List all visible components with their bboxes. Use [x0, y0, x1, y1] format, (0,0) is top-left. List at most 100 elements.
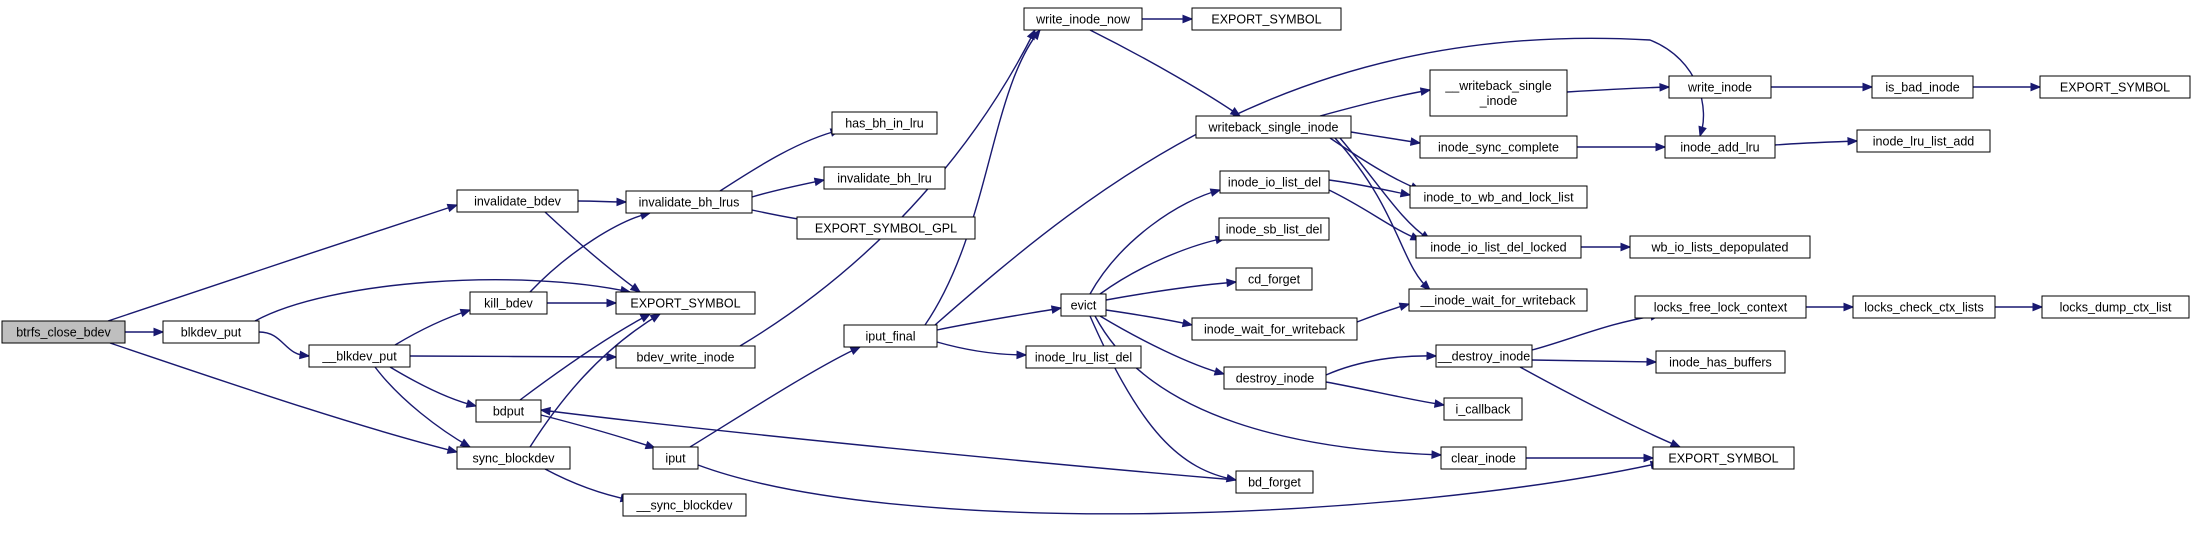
- node-iput-final[interactable]: iput_final: [843, 324, 938, 348]
- node-write-inode-now[interactable]: write_inode_now: [1023, 7, 1143, 31]
- node-inode-sb-list-del[interactable]: inode_sb_list_del: [1218, 217, 1330, 241]
- call-edge-destroy_inode-to-i_callback: [1325, 381, 1446, 408]
- node-invalidate-bh-lru[interactable]: invalidate_bh_lru: [823, 166, 946, 190]
- node-iput[interactable]: iput: [652, 446, 699, 470]
- call-edge-__destroy_inode-to-export_symbol_3: [1519, 366, 1682, 448]
- node-clear-inode[interactable]: clear_inode: [1440, 446, 1527, 470]
- node-label: wb_io_lists_depopulated: [1651, 241, 1789, 255]
- node-invalidate-bdev[interactable]: invalidate_bdev: [456, 189, 579, 213]
- node-inode-to-wb-and-lock-list[interactable]: inode_to_wb_and_lock_list: [1409, 185, 1588, 209]
- node-box: [456, 446, 571, 470]
- call-edge-writeback_single_inode-to-__inode_wait_for_writeback: [1334, 137, 1431, 291]
- node-i-callback[interactable]: i_callback: [1443, 397, 1523, 421]
- call-edge-evict-to-inode_wait_for_writeback: [1105, 309, 1194, 328]
- node-label: inode_to_wb_and_lock_list: [1423, 191, 1574, 205]
- node---inode-wait-for-writeback[interactable]: __inode_wait_for_writeback: [1408, 288, 1588, 312]
- node-box: [1668, 75, 1772, 99]
- node-bdput[interactable]: bdput: [475, 399, 542, 423]
- node-box: [1443, 397, 1523, 421]
- node-label: inode_lru_list_add: [1873, 135, 1975, 149]
- node-label: iput: [665, 452, 686, 466]
- node-label: writeback_single_inode: [1208, 121, 1339, 135]
- node---writeback-single-inode[interactable]: __writeback_single_inode: [1429, 69, 1568, 117]
- node---blkdev-put[interactable]: __blkdev_put: [308, 344, 411, 368]
- node-write-inode[interactable]: write_inode: [1668, 75, 1772, 99]
- node-label: __destroy_inode: [1437, 350, 1530, 364]
- call-edge-is_bad_inode-to-export_symbol_4: [1973, 82, 2042, 92]
- node-inode-lru-list-add[interactable]: inode_lru_list_add: [1856, 129, 1991, 153]
- node-box: [1429, 69, 1568, 117]
- arrowhead: [299, 350, 311, 360]
- node-has-bh-in-lru[interactable]: has_bh_in_lru: [831, 111, 938, 135]
- node-bdev-write-inode[interactable]: bdev_write_inode: [615, 345, 756, 369]
- call-edge-sync_blockdev-to-export_symbol_1: [529, 313, 662, 448]
- arrowhead: [1016, 350, 1028, 360]
- node-locks-check-ctx-lists[interactable]: locks_check_ctx_lists: [1852, 295, 1996, 319]
- arrowhead: [629, 282, 642, 293]
- node-box: [615, 291, 756, 315]
- node---destroy-inode[interactable]: __destroy_inode: [1435, 344, 1533, 368]
- arrowhead: [616, 197, 628, 207]
- node-box: [652, 446, 699, 470]
- node-box: [1856, 129, 1991, 153]
- node-label: __sync_blockdev: [636, 499, 734, 513]
- node-kill-bdev[interactable]: kill_bdev: [469, 291, 548, 315]
- node-export-symbol-1[interactable]: EXPORT_SYMBOL: [615, 291, 756, 315]
- arrowhead: [1409, 137, 1422, 146]
- node-destroy-inode[interactable]: destroy_inode: [1223, 366, 1327, 390]
- node-box: [1852, 295, 1996, 319]
- node-export-symbol-gpl[interactable]: EXPORT_SYMBOL_GPL: [796, 216, 976, 240]
- node-inode-sync-complete[interactable]: inode_sync_complete: [1419, 135, 1578, 159]
- node-locks-dump-ctx-list[interactable]: locks_dump_ctx_list: [2041, 295, 2190, 319]
- call-edge-evict-to-destroy_inode: [1099, 315, 1226, 376]
- node-label: bd_forget: [1248, 476, 1301, 490]
- node-inode-io-list-del[interactable]: inode_io_list_del: [1219, 170, 1330, 194]
- node-label: locks_free_lock_context: [1654, 301, 1788, 315]
- arrowhead: [539, 406, 551, 416]
- node-export-symbol-4[interactable]: EXPORT_SYMBOL: [2039, 75, 2191, 99]
- node-label: invalidate_bh_lru: [837, 172, 932, 186]
- node-inode-add-lru[interactable]: inode_add_lru: [1664, 135, 1776, 159]
- node-export-symbol-3[interactable]: EXPORT_SYMBOL: [1652, 446, 1795, 470]
- node-label: inode_io_list_del_locked: [1430, 241, 1566, 255]
- node-inode-io-list-del-locked[interactable]: inode_io_list_del_locked: [1415, 235, 1582, 259]
- node-evict[interactable]: evict: [1060, 293, 1107, 317]
- call-edge-btrfs_close_bdev-to-sync_blockdev: [109, 342, 459, 454]
- node-label: invalidate_bh_lrus: [639, 196, 740, 210]
- node-locks-free-lock-context[interactable]: locks_free_lock_context: [1634, 295, 1807, 319]
- node-box: [796, 216, 976, 240]
- node-export-symbol-2[interactable]: EXPORT_SYMBOL: [1191, 7, 1342, 31]
- arrowhead: [1847, 137, 1859, 146]
- call-edge-locks_free_lock_context-to-locks_check_ctx_lists: [1806, 302, 1855, 312]
- call-edge-invalidate_bdev-to-invalidate_bh_lrus: [577, 197, 628, 207]
- node-blkdev-put[interactable]: blkdev_put: [162, 320, 260, 344]
- arrowhead: [1398, 302, 1411, 311]
- node-is-bad-inode[interactable]: is_bad_inode: [1871, 75, 1974, 99]
- call-edge-bd_forget-to-bdput: [539, 406, 1237, 481]
- node---sync-blockdev[interactable]: __sync_blockdev: [622, 493, 747, 517]
- node-box: [1655, 350, 1786, 374]
- arrowhead: [649, 313, 662, 323]
- node-writeback-single-inode[interactable]: writeback_single_inode: [1195, 115, 1352, 139]
- node-box: [2039, 75, 2191, 99]
- node-box: [1629, 235, 1811, 259]
- node-inode-wait-for-writeback[interactable]: inode_wait_for_writeback: [1191, 317, 1358, 341]
- call-edge-inode_add_lru-to-inode_lru_list_add: [1774, 137, 1859, 146]
- arrowhead: [606, 298, 618, 308]
- node-bd-forget[interactable]: bd_forget: [1235, 470, 1314, 494]
- node-label: inode_wait_for_writeback: [1204, 323, 1346, 337]
- node-inode-has-buffers[interactable]: inode_has_buffers: [1655, 350, 1786, 374]
- node-wb-io-lists-depopulated[interactable]: wb_io_lists_depopulated: [1629, 235, 1811, 259]
- call-edge-__blkdev_put-to-kill_bdev: [394, 308, 472, 346]
- node-label: has_bh_in_lru: [845, 117, 924, 131]
- node-cd-forget[interactable]: cd_forget: [1235, 267, 1313, 291]
- node-btrfs-close-bdev[interactable]: btrfs_close_bdev: [1, 320, 126, 344]
- node-inode-lru-list-del[interactable]: inode_lru_list_del: [1025, 345, 1142, 369]
- call-edge-invalidate_bh_lrus-to-invalidate_bh_lru: [751, 177, 826, 198]
- node-sync-blockdev[interactable]: sync_blockdev: [456, 446, 571, 470]
- node-invalidate-bh-lrus[interactable]: invalidate_bh_lrus: [625, 190, 753, 214]
- arrowhead: [639, 313, 652, 323]
- arrowhead: [1209, 188, 1222, 197]
- node-box: [622, 493, 747, 517]
- node-box: [615, 345, 756, 369]
